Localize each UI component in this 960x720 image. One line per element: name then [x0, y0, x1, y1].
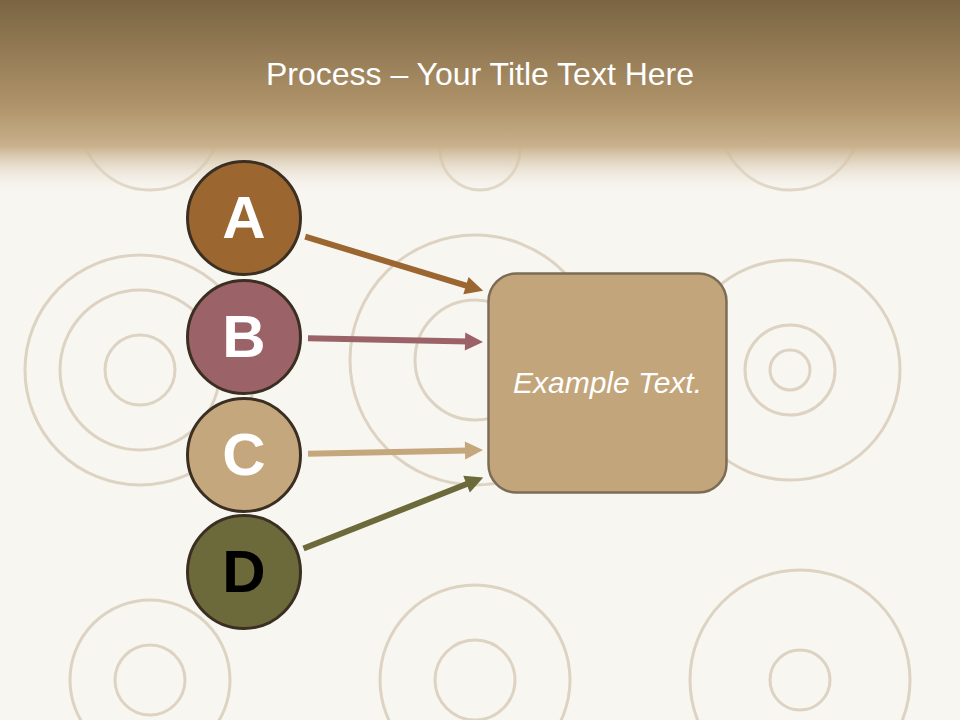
step-circle: A — [186, 160, 302, 276]
step-letter: A — [222, 188, 265, 248]
step-letter: C — [222, 425, 265, 485]
step-circle: B — [186, 279, 302, 395]
connector-arrow — [308, 333, 483, 351]
slide-title: Process – Your Title Text Here — [0, 56, 960, 93]
connector-arrow — [304, 476, 484, 549]
header-band — [0, 0, 960, 195]
connector-arrow — [305, 237, 483, 295]
process-box: Example Text. — [487, 272, 728, 494]
step-circle: C — [186, 397, 302, 513]
step-circle: D — [186, 514, 302, 630]
step-letter: D — [222, 542, 265, 602]
box-text: Example Text. — [495, 352, 720, 414]
connector-arrow — [308, 441, 483, 459]
step-letter: B — [222, 307, 265, 367]
